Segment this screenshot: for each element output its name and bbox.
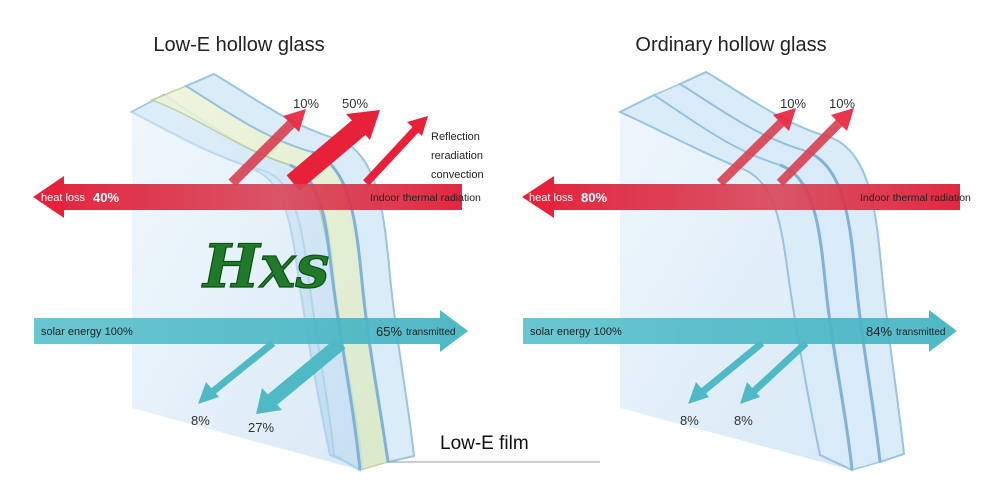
right-pct-reflect-a: 10% [780, 96, 806, 111]
left-heat-loss-band: heat loss 40% Indoor thermal radiation [33, 176, 481, 218]
left-reflect-arrow-10 [228, 109, 306, 187]
right-pct-reflect-b: 10% [829, 96, 855, 111]
right-transmitted-pct: 84% [866, 324, 892, 339]
right-heat-loss-label: heat loss [529, 192, 574, 204]
left-pct-reflect-b: 50% [342, 96, 368, 111]
left-transmitted-pct: 65% [376, 324, 402, 339]
right-pct-down-a: 8% [680, 413, 699, 428]
reflection-label: Reflection [431, 131, 480, 143]
low-e-film-label: Low-E film [440, 433, 529, 454]
right-glass-edge-2 [805, 149, 882, 463]
left-solar-band: solar energy 100% 65% transmitted [34, 310, 468, 352]
reradiation-label: reradiation [431, 150, 483, 162]
left-down-arrow-8 [198, 340, 276, 404]
left-panel: Low-E hollow glass Hxs 10% 50% Ref [33, 34, 600, 472]
left-transmitted-label: transmitted [406, 327, 455, 338]
left-indoor-radiation-label: Indoor thermal radiation [370, 192, 481, 204]
left-glass-edge-2 [311, 150, 390, 463]
right-heat-loss-band: heat loss 80% Indoor thermal radiation [522, 176, 971, 218]
right-transmitted-label: transmitted [896, 327, 945, 338]
left-solar-label: solar energy 100% [41, 326, 133, 338]
right-down-arrow-8b [740, 340, 809, 404]
left-down-arrow-27 [256, 337, 346, 414]
right-down-arrow-8a [688, 340, 765, 404]
right-solar-label: solar energy 100% [530, 326, 622, 338]
left-panel-title: Low-E hollow glass [153, 34, 324, 56]
right-panel: Ordinary hollow glass 10% 10% heat loss … [522, 34, 971, 472]
hxs-logo: Hxs [201, 232, 329, 302]
left-pct-reflect-a: 10% [293, 96, 319, 111]
right-pct-down-b: 8% [734, 413, 753, 428]
right-panel-title: Ordinary hollow glass [635, 34, 826, 56]
left-heat-loss-pct: 40% [93, 190, 119, 205]
right-reflect-arrow-10b [776, 108, 854, 187]
right-indoor-radiation-label: Indoor thermal radiation [860, 192, 971, 204]
left-pct-down-a: 8% [191, 413, 210, 428]
right-reflect-arrow-10a [716, 108, 796, 187]
convection-label: convection [431, 169, 484, 181]
right-heat-loss-pct: 80% [581, 190, 607, 205]
left-reflect-arrow-50 [286, 110, 380, 191]
left-reflect-arrow-radiation [363, 116, 428, 186]
left-heat-loss-label: heat loss [41, 192, 86, 204]
left-pct-down-b: 27% [248, 420, 274, 435]
right-solar-band: solar energy 100% 84% transmitted [523, 310, 957, 352]
